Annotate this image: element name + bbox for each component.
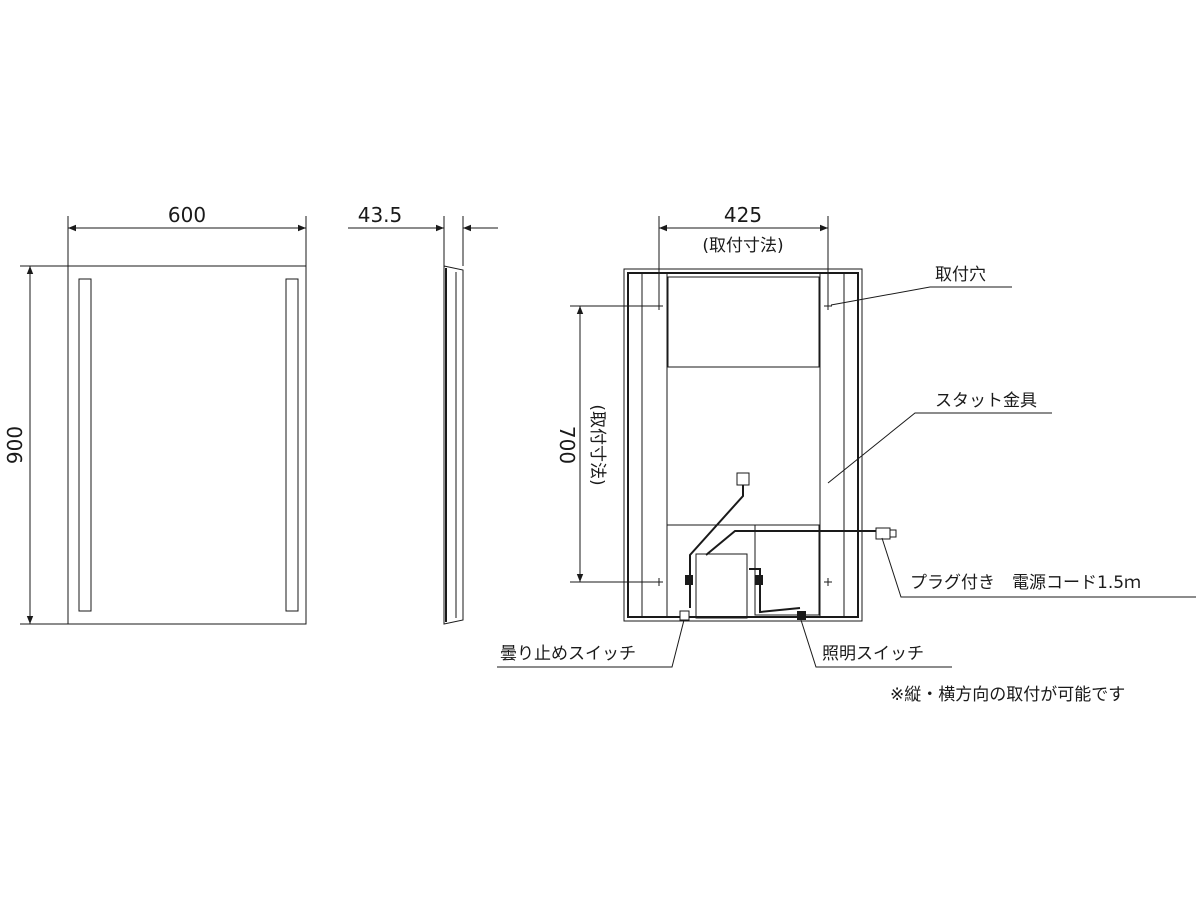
top-panel [667,276,820,368]
callout-light-switch: 照明スイッチ [822,644,924,664]
callout-stud-bracket: スタット金具 [935,391,1037,411]
cable-clip [685,575,693,585]
callout-defog-switch: 曇り止めスイッチ [500,644,636,664]
installation-note: ※縦・横方向の取付が可能です [890,685,1125,705]
back-view: 425 (取付寸法) 700 (取付寸法) [555,203,897,622]
sensor-box [736,472,750,486]
mirror-outline [67,265,307,625]
callout-mount-hole: 取付穴 [935,265,986,285]
side-view: 43.5 [348,203,498,625]
depth-dimension-label: 43.5 [358,203,403,227]
height-dimension-label: 900 [3,426,27,464]
mount-hole-icon [655,578,663,586]
mount-hole-icon [824,578,832,586]
callouts: 取付穴 スタット金具 プラグ付き 電源コード1.5ｍ 曇り止めスイッチ 照明スイ… [497,265,1196,705]
mount-height-label: 700 [555,426,579,464]
mount-width-label: 425 [724,203,762,227]
mount-height-note: (取付寸法) [587,404,607,485]
plug-icon [875,527,891,540]
cable-clip [755,575,763,585]
mount-width-note: (取付寸法) [702,236,783,256]
light-switch-icon [797,611,806,620]
led-strip-left [78,278,92,612]
width-dimension-label: 600 [168,203,206,227]
defog-switch-icon [679,610,690,621]
led-strip-right [285,278,299,612]
front-view: 600 900 [3,203,307,625]
power-unit-box [695,553,748,619]
callout-power-cord: プラグ付き 電源コード1.5ｍ [910,573,1141,593]
